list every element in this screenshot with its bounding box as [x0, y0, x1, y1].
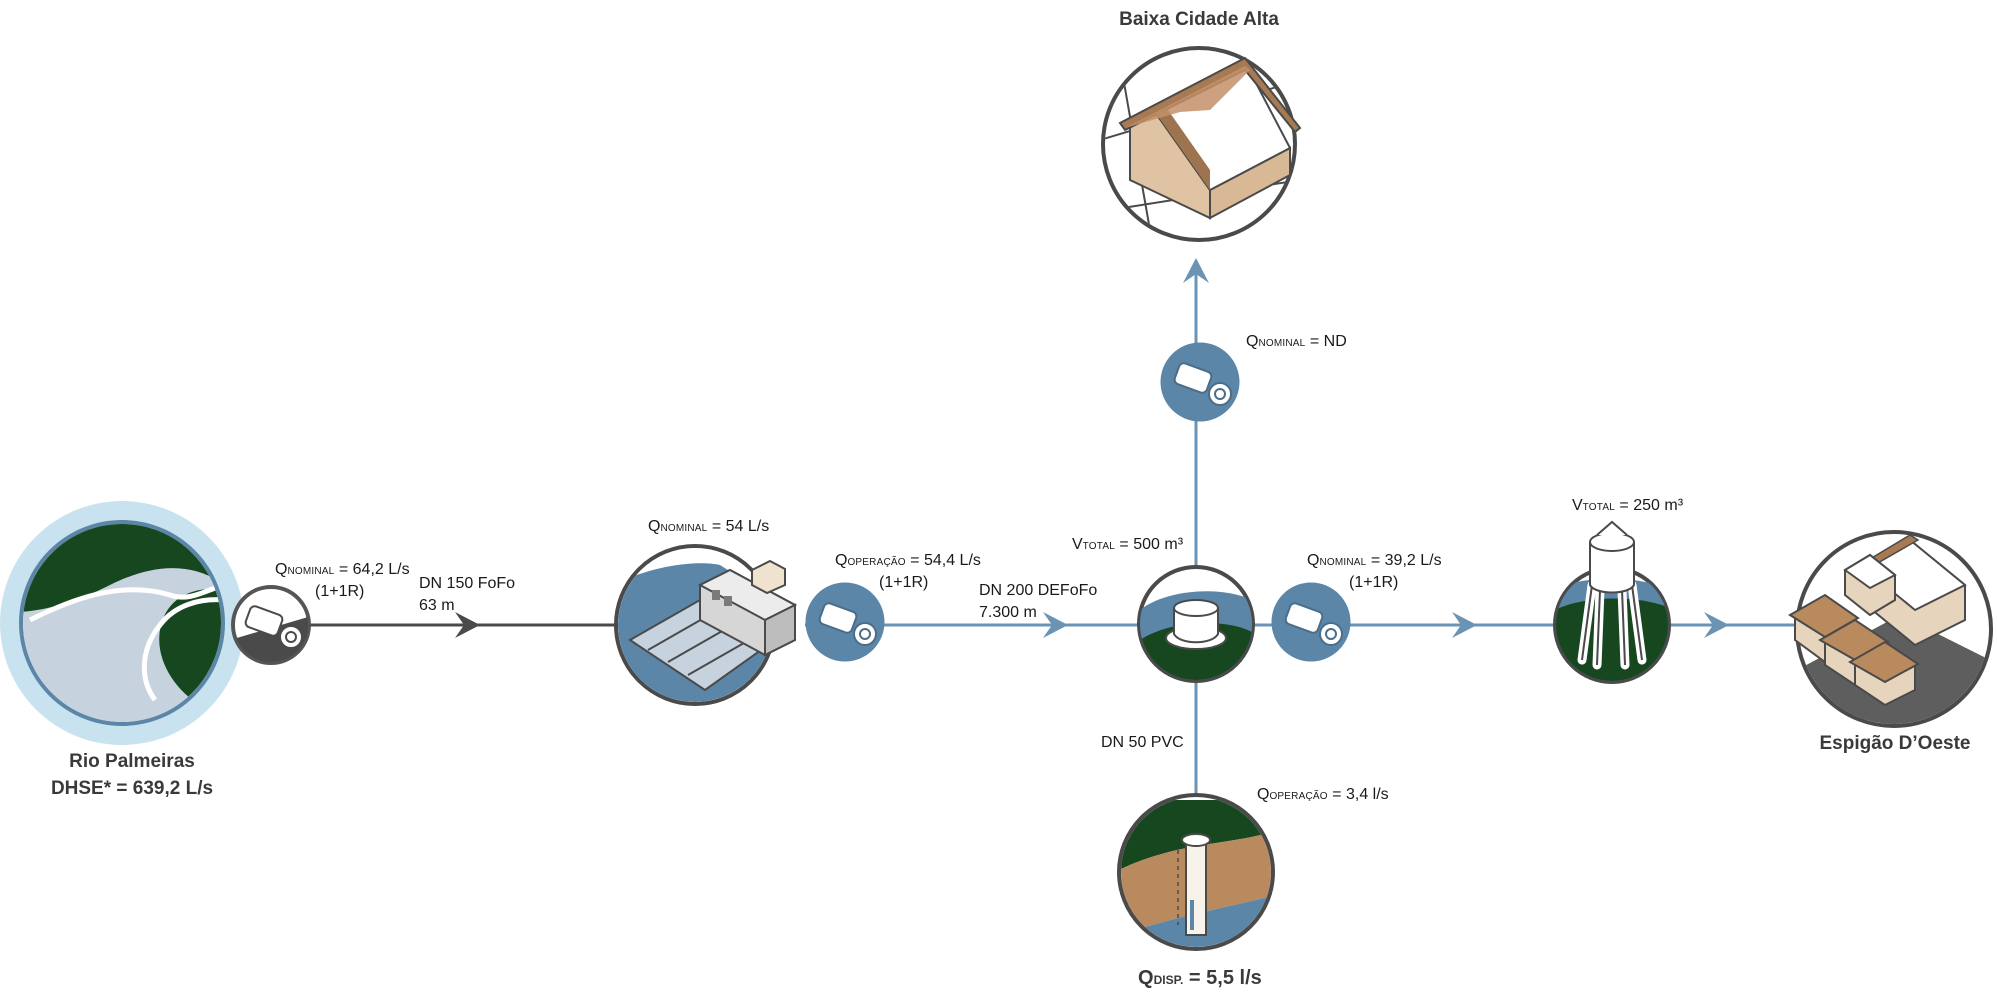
q-subscript: NOMINAL — [660, 523, 708, 534]
arrow-right-blue — [1452, 612, 1477, 638]
pump3-flow-label: QNOMINAL = ND — [1246, 332, 1347, 354]
baixa-cidade-alta-title: Baixa Cidade Alta — [1119, 9, 1279, 30]
pipe2-diameter-label: DN 200 DEFoFo — [979, 582, 1098, 599]
q-value: = 54 L/s — [707, 518, 770, 535]
arrow-up-blue — [1183, 258, 1209, 283]
q-subscript: OPERAÇÃO — [1269, 791, 1328, 802]
rio-palmeiras-title: Rio Palmeiras — [69, 751, 195, 772]
q-subscript: OPERAÇÃO — [847, 557, 906, 568]
pipe1-diameter-label: DN 150 FoFo — [419, 575, 516, 592]
q-symbol: Q — [1307, 552, 1320, 569]
v-value: = 250 m³ — [1614, 497, 1684, 514]
q-symbol: Q — [275, 561, 288, 578]
house-icon — [1101, 46, 1302, 242]
city-icon — [1788, 530, 1993, 728]
pump1-flow-label: QNOMINAL = 64,2 L/s — [275, 560, 410, 582]
v-subscript: TOTAL — [1082, 541, 1115, 552]
well-flow-label: QOPERAÇÃO = 3,4 l/s — [1257, 785, 1389, 807]
water-tower-icon — [1553, 520, 1671, 684]
q-subscript: NOMINAL — [287, 566, 335, 577]
arrow-right-blue — [1704, 612, 1729, 638]
reservoir2-volume-label: VTOTAL = 250 m³ — [1572, 496, 1683, 518]
q-value: = ND — [1305, 333, 1347, 350]
pump4-config-label: (1+1R) — [1349, 574, 1399, 591]
v-subscript: TOTAL — [1582, 502, 1615, 513]
pipe3-diameter-label: DN 50 PVC — [1101, 734, 1184, 751]
reservoir-icon — [1137, 565, 1255, 683]
espigao-doeste-title: Espigão D’Oeste — [1819, 733, 1971, 754]
dhse-value: DHSE* = 639,2 L/s — [50, 778, 214, 799]
pump2-flow-label: QOPERAÇÃO = 54,4 L/s — [835, 551, 981, 573]
v-value: = 500 m³ — [1114, 536, 1184, 553]
v-symbol: V — [1072, 536, 1083, 553]
q-subscript: DISP. — [1153, 973, 1184, 987]
pump2-config-label: (1+1R) — [879, 574, 929, 591]
q-value: = 5,5 l/s — [1183, 967, 1262, 989]
well-icon — [1117, 793, 1275, 951]
pump4-flow-label: QNOMINAL = 39,2 L/s — [1307, 551, 1442, 573]
v-symbol: V — [1572, 497, 1583, 514]
pump-icon — [1271, 582, 1351, 662]
q-subscript: NOMINAL — [1258, 338, 1306, 349]
q-value: = 3,4 l/s — [1327, 786, 1389, 803]
pipe2-length-label: 7.300 m — [979, 604, 1037, 621]
q-symbol: Q — [1257, 786, 1270, 803]
arrow-right-dark — [455, 612, 480, 638]
q-symbol: Q — [1138, 967, 1154, 989]
q-symbol: Q — [648, 518, 661, 535]
eta-flow-label: QNOMINAL = 54 L/s — [648, 517, 769, 539]
arrow-right-blue — [1043, 612, 1068, 638]
q-value: = 64,2 L/s — [334, 561, 410, 578]
pump-icon — [231, 585, 311, 665]
pump1-config-label: (1+1R) — [315, 583, 365, 600]
pump-icon — [805, 582, 885, 662]
q-symbol: Q — [1246, 333, 1259, 350]
q-value: = 39,2 L/s — [1366, 552, 1442, 569]
q-symbol: Q — [835, 552, 848, 569]
river-source-icon — [0, 501, 244, 745]
q-subscript: NOMINAL — [1319, 557, 1367, 568]
pipe-lines — [300, 258, 1800, 797]
pump-icon — [1160, 342, 1240, 422]
available-flow-label: QDISP. = 5,5 l/s — [1138, 966, 1262, 992]
q-value: = 54,4 L/s — [905, 552, 981, 569]
treatment-plant-icon — [614, 544, 798, 706]
pipe1-length-label: 63 m — [419, 597, 455, 614]
reservoir1-volume-label: VTOTAL = 500 m³ — [1072, 535, 1183, 557]
